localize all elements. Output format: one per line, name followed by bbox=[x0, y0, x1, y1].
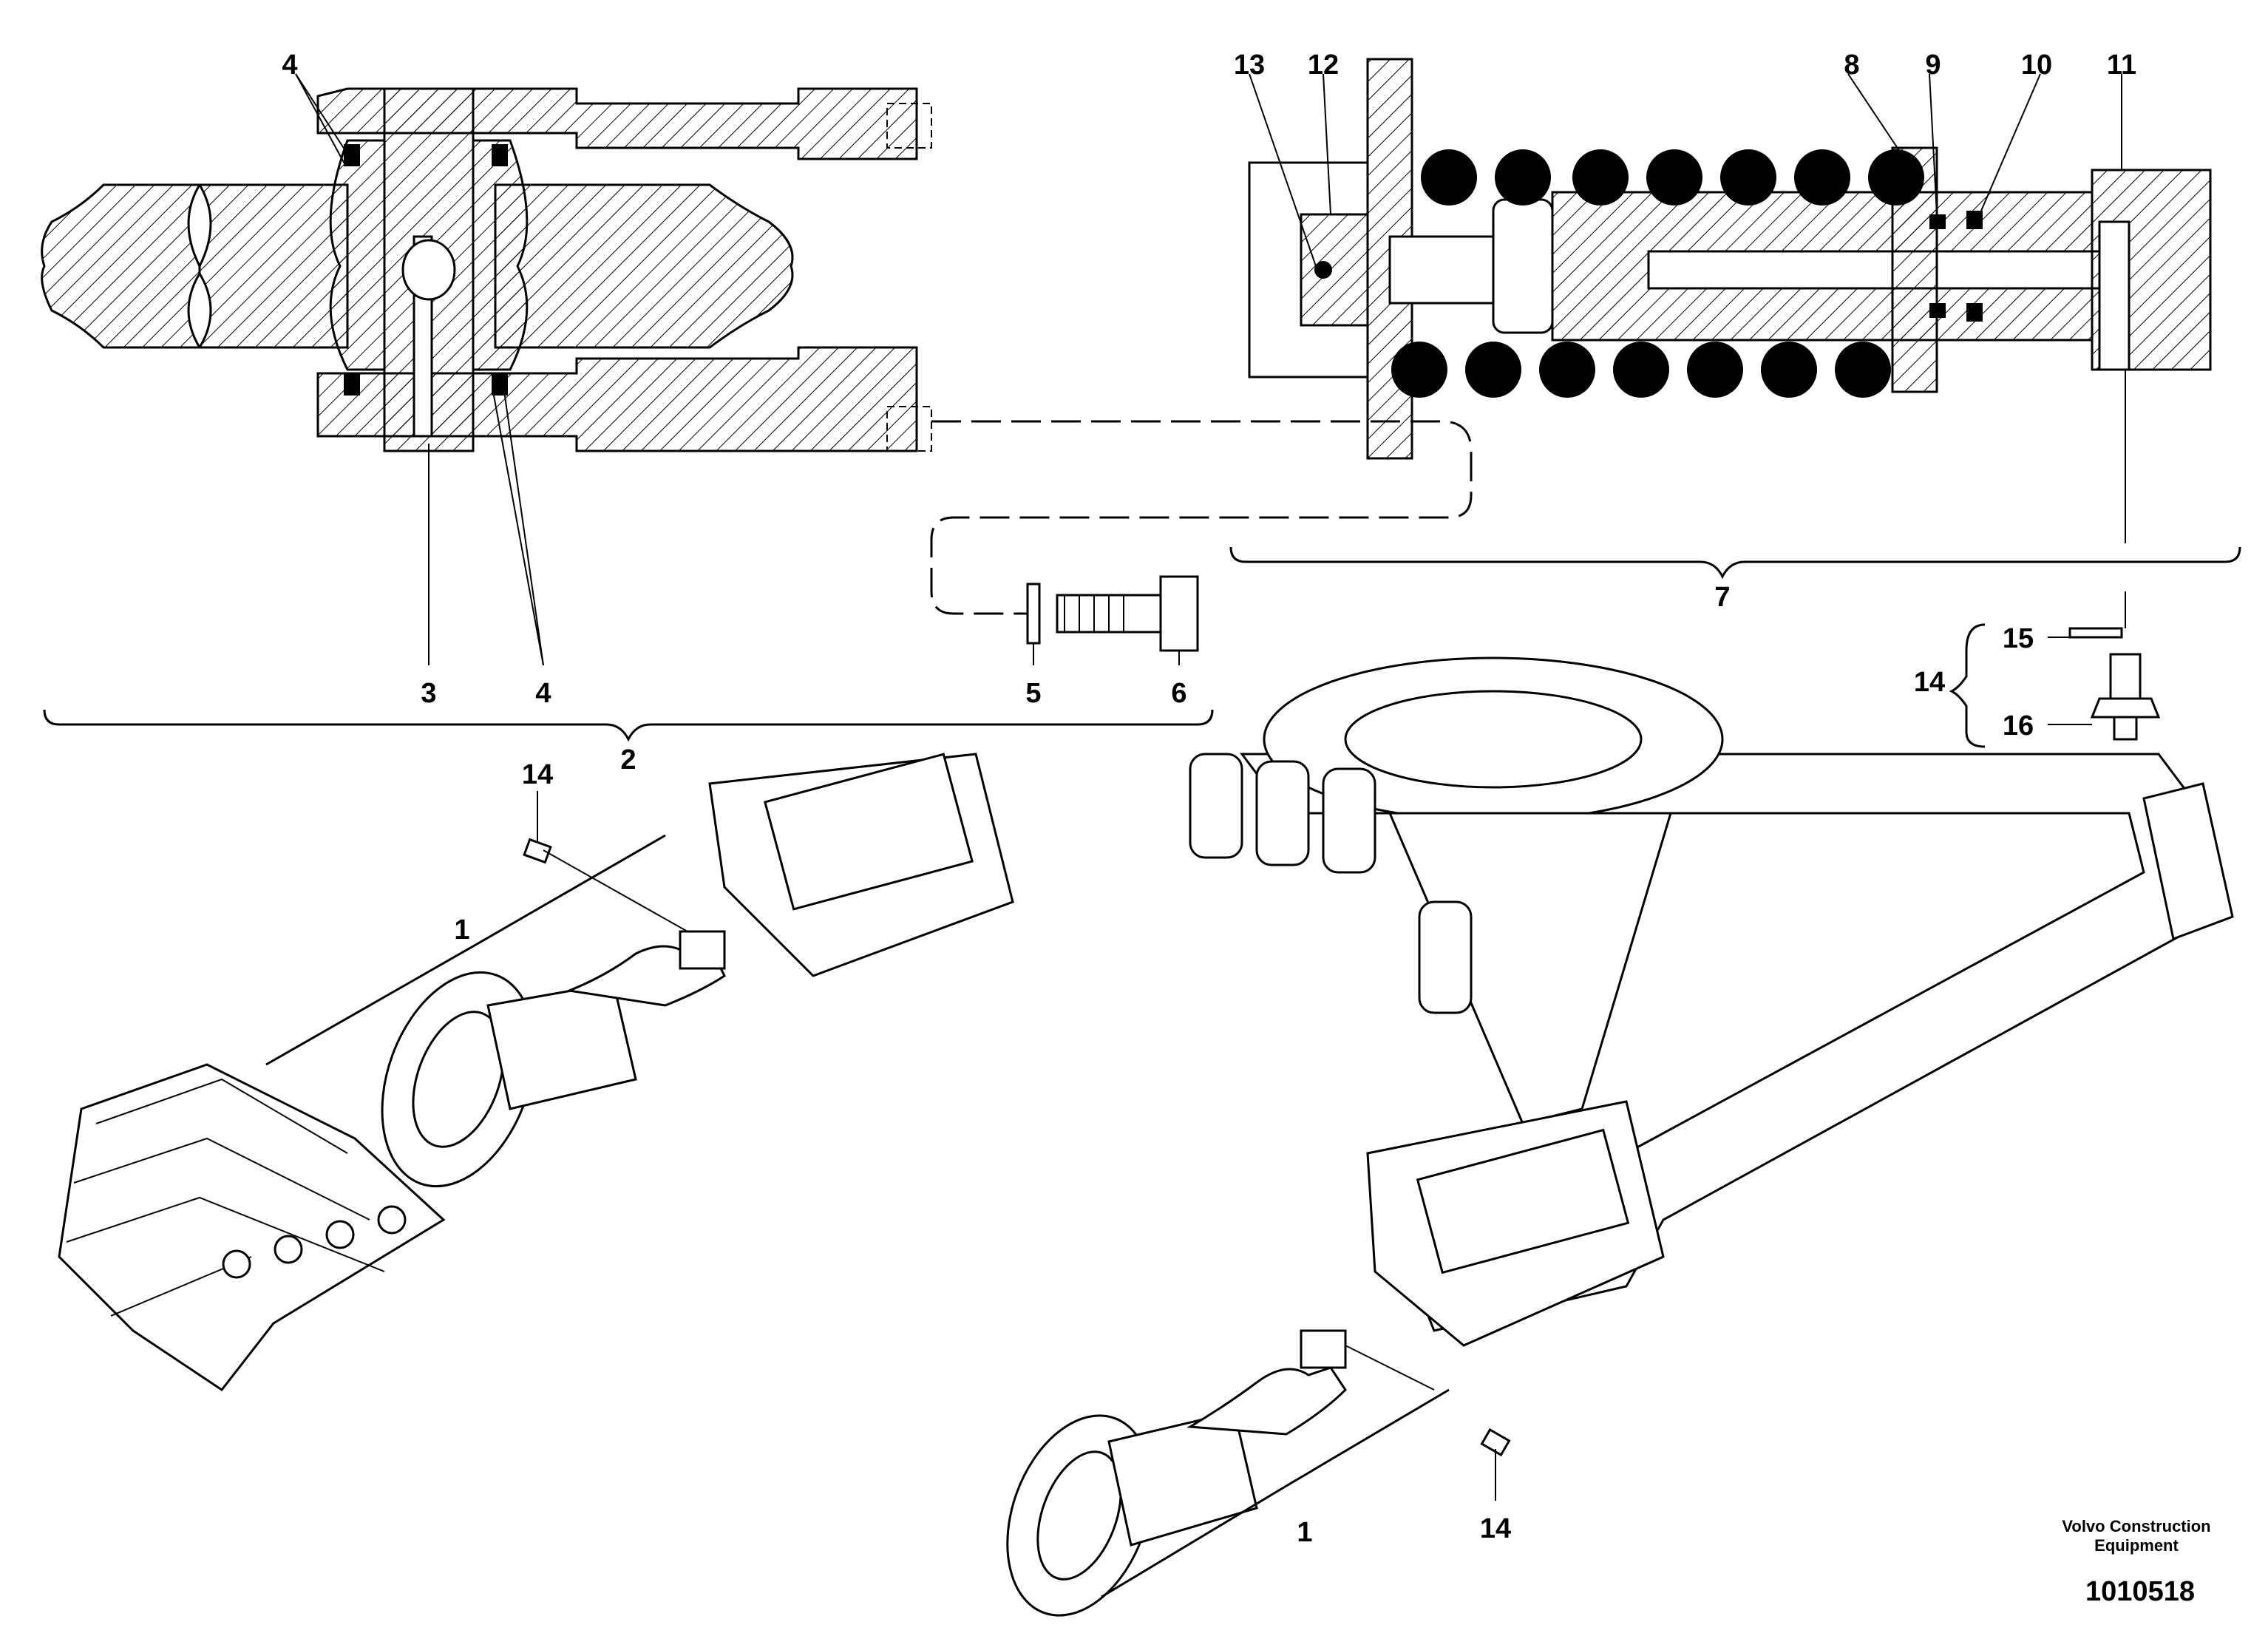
callout-13: 13 bbox=[1234, 50, 1265, 81]
callout-3: 3 bbox=[421, 678, 436, 709]
grease-nipple-bottom bbox=[1480, 1428, 1511, 1457]
callout-4-bottom: 4 bbox=[535, 678, 551, 709]
spring-coils-bottom bbox=[1391, 342, 1891, 398]
grease-nipple-left bbox=[523, 838, 552, 864]
bolt-and-washer bbox=[1026, 575, 1199, 665]
track-adjuster-section-view bbox=[1248, 58, 2212, 628]
callout-9: 9 bbox=[1925, 50, 1941, 81]
callout-7: 7 bbox=[1714, 582, 1730, 613]
callout-12: 12 bbox=[1308, 50, 1339, 81]
footer: Volvo Construction Equipment 1010518 bbox=[2062, 1517, 2210, 1607]
brace-1-left bbox=[265, 834, 666, 1066]
undercarriage-frame bbox=[708, 656, 2234, 1347]
brace-1-bottom bbox=[1101, 1388, 1450, 1598]
idler-assembly-left bbox=[381, 930, 726, 1188]
callout-labels: 4 3 4 2 13 12 8 9 10 11 7 5 6 14 15 16 1… bbox=[282, 50, 2136, 1548]
callout-10: 10 bbox=[2021, 50, 2052, 81]
brand-line-1: Volvo Construction bbox=[2062, 1517, 2210, 1535]
idler-assembly-bottom bbox=[1006, 1329, 1347, 1617]
callout-14-group: 14 bbox=[1914, 667, 1945, 698]
track-chain bbox=[58, 1063, 446, 1392]
brace-7 bbox=[1229, 546, 2241, 580]
brand-line-2: Equipment bbox=[2094, 1536, 2179, 1555]
callout-6: 6 bbox=[1171, 678, 1186, 709]
part-number: 1010518 bbox=[2085, 1576, 2195, 1607]
callout-14-left: 14 bbox=[522, 759, 553, 790]
callout-1-bottom: 1 bbox=[1297, 1517, 1312, 1548]
callout-5: 5 bbox=[1025, 678, 1041, 709]
callout-16: 16 bbox=[2003, 710, 2034, 741]
callout-14-bottom: 14 bbox=[1480, 1513, 1511, 1544]
callout-15: 15 bbox=[2003, 623, 2034, 654]
callout-8: 8 bbox=[1844, 50, 1859, 81]
callout-11: 11 bbox=[2107, 50, 2136, 81]
brace-2 bbox=[43, 709, 1214, 742]
grease-nipple-detail bbox=[1949, 623, 2161, 748]
callout-2: 2 bbox=[620, 744, 636, 775]
callout-1-left: 1 bbox=[454, 914, 469, 946]
callout-4-top: 4 bbox=[282, 50, 297, 81]
idler-section-view bbox=[41, 73, 932, 666]
